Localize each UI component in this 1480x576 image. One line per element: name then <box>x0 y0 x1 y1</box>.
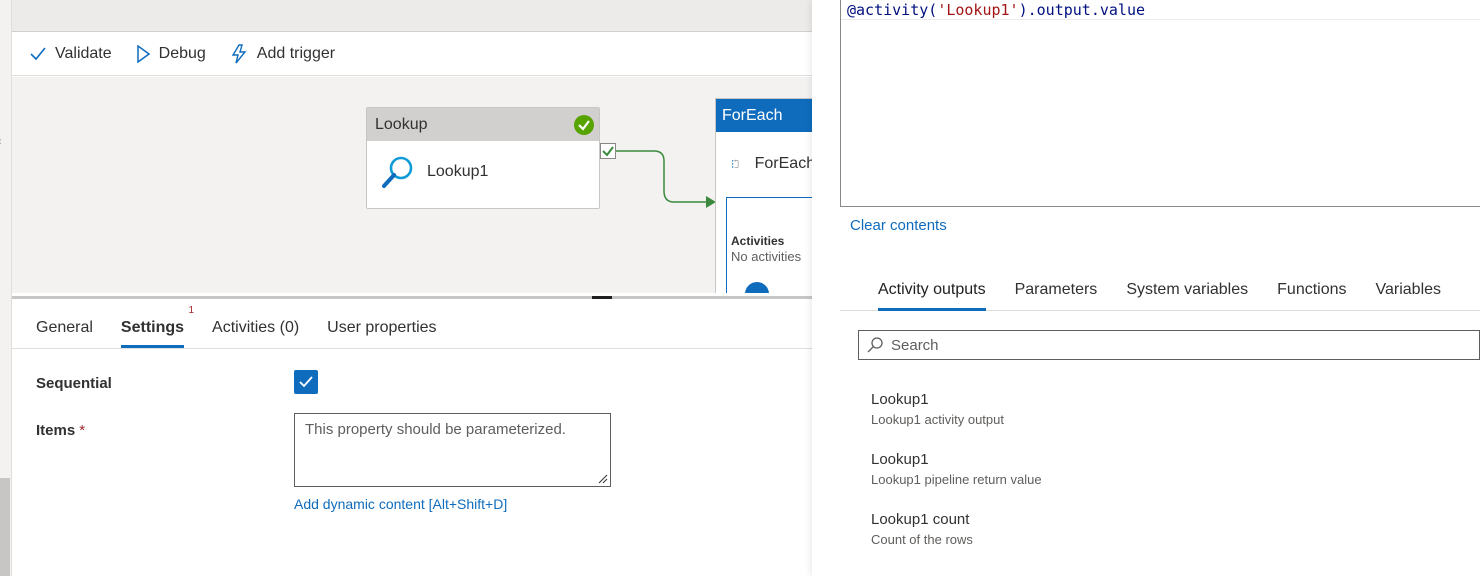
list-item-subtitle: Count of the rows <box>871 532 973 547</box>
add-trigger-button[interactable]: Add trigger <box>230 43 336 64</box>
add-dynamic-content-link[interactable]: Add dynamic content [Alt+Shift+D] <box>294 496 508 512</box>
add-trigger-label: Add trigger <box>256 44 336 62</box>
search-field[interactable] <box>858 330 1480 360</box>
foreach-icon <box>732 159 739 168</box>
success-check-icon <box>574 115 594 135</box>
activity-outputs-list: Lookup1 Lookup1 activity output Lookup1 … <box>871 391 1471 571</box>
lookup-activity-node[interactable]: Lookup Lookup1 <box>366 107 600 209</box>
foreach-node-header: ForEach <box>716 99 812 132</box>
activities-title: Activities <box>731 234 785 248</box>
resize-grip-icon[interactable] <box>596 472 608 484</box>
magnifier-icon <box>382 156 413 188</box>
debug-button[interactable]: Debug <box>136 44 206 63</box>
checkmark-icon <box>30 46 46 60</box>
tab-functions[interactable]: Functions <box>1277 281 1347 298</box>
lookup-node-type: Lookup <box>375 115 428 133</box>
scrollbar-thumb[interactable] <box>0 478 10 576</box>
success-output-port[interactable] <box>600 143 616 159</box>
search-icon <box>867 337 883 353</box>
expression-line: @activity('Lookup1').output.value <box>841 0 1480 20</box>
expression-function: @activity( <box>847 1 938 19</box>
tab-parameters[interactable]: Parameters <box>1014 281 1098 298</box>
splitter-grip[interactable] <box>592 296 612 299</box>
pipeline-toolbar: Validate Debug Add trigger <box>12 32 812 76</box>
tab-activities[interactable]: Activities (0) <box>212 319 299 348</box>
items-label-row: Items* <box>36 422 85 439</box>
expression-builder-panel: @activity('Lookup1').output.value Clear … <box>812 0 1480 576</box>
lookup-node-name: Lookup1 <box>427 163 489 180</box>
success-connector <box>616 150 716 208</box>
expression-editor[interactable]: @activity('Lookup1').output.value <box>840 0 1480 207</box>
tab-user-properties[interactable]: User properties <box>327 319 436 348</box>
left-scroll-rail[interactable]: ‹ <box>0 0 12 576</box>
list-item-subtitle: Lookup1 pipeline return value <box>871 472 1042 487</box>
foreach-inner-activities[interactable]: Activities No activities <box>726 197 812 293</box>
no-activities-text: No activities <box>731 249 802 264</box>
foreach-activity-node[interactable]: ForEach ForEach1 Activities No activitie… <box>715 98 812 293</box>
list-item-title: Lookup1 <box>871 451 929 468</box>
checkmark-icon <box>602 146 614 157</box>
expression-string: 'Lookup1' <box>937 1 1019 19</box>
debug-label: Debug <box>158 44 206 62</box>
tab-activities-label: Activities (0) <box>212 319 300 336</box>
sequential-checkbox[interactable] <box>294 370 318 394</box>
validate-label: Validate <box>55 44 112 62</box>
tab-activity-outputs[interactable]: Activity outputs <box>878 268 986 311</box>
list-item-title: Lookup1 <box>871 391 929 408</box>
tab-settings-label: Settings <box>120 319 185 336</box>
tab-variables[interactable]: Variables <box>1375 281 1442 298</box>
play-icon <box>136 44 150 63</box>
list-item[interactable]: Lookup1 Lookup1 pipeline return value <box>871 451 1471 511</box>
checkmark-icon <box>299 376 313 388</box>
expression-tabs: Activity outputs Parameters System varia… <box>840 268 1480 311</box>
search-input[interactable] <box>889 335 1449 355</box>
tab-general-label: General <box>36 319 93 336</box>
tab-user-properties-label: User properties <box>327 319 437 336</box>
list-item-title: Lookup1 count <box>871 511 970 528</box>
error-count-badge: 1 <box>188 305 195 316</box>
collapse-chevron-icon[interactable]: ‹ <box>0 136 1 147</box>
tab-general[interactable]: General <box>36 319 93 348</box>
list-item-subtitle: Lookup1 activity output <box>871 412 1004 427</box>
foreach-node-type: ForEach <box>722 106 783 124</box>
items-textarea[interactable]: This property should be parameterized. <box>294 413 611 487</box>
list-item[interactable]: Lookup1 Lookup1 activity output <box>871 391 1471 451</box>
sequential-label: Sequential <box>36 375 112 392</box>
items-placeholder: This property should be parameterized. <box>305 421 566 438</box>
clear-contents-link[interactable]: Clear contents <box>850 217 947 234</box>
pipeline-canvas[interactable]: Lookup Lookup1 ForEach ForEach1 Activiti… <box>12 77 812 293</box>
required-marker: * <box>79 422 86 439</box>
tab-system-variables[interactable]: System variables <box>1126 281 1249 298</box>
pane-splitter[interactable] <box>12 296 812 299</box>
add-activity-button[interactable] <box>745 282 769 293</box>
trigger-icon <box>231 43 247 63</box>
validate-button[interactable]: Validate <box>30 45 112 63</box>
expression-member: ).output.value <box>1018 1 1146 19</box>
lookup-node-header: Lookup <box>367 108 599 141</box>
items-label: Items <box>36 422 76 439</box>
top-strip <box>12 0 812 32</box>
list-item[interactable]: Lookup1 count Count of the rows <box>871 511 1471 571</box>
foreach-node-name: ForEach1 <box>754 155 812 172</box>
